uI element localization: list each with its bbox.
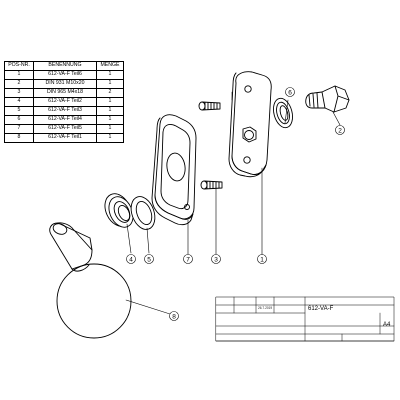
- qty-cell: 1: [96, 97, 124, 107]
- name-cell: DIN 965 M4x18: [33, 88, 97, 98]
- part-3-screw-lower: [200, 180, 223, 190]
- title-block-sheet-size: A4: [383, 322, 391, 328]
- pos-cell: 3: [4, 88, 34, 98]
- balloon-2: 2: [338, 128, 342, 135]
- part-5-ring: [130, 196, 156, 230]
- part-1-plate: [228, 71, 272, 178]
- pos-cell: 4: [4, 97, 34, 107]
- table-row: 3 DIN 965 M4x18 2: [4, 88, 124, 98]
- qty-cell: 2: [96, 88, 124, 98]
- part-4-ring: [104, 193, 134, 228]
- qty-cell: 1: [96, 106, 124, 116]
- header-menge: MENGE: [96, 61, 124, 71]
- pos-cell: 8: [4, 133, 34, 143]
- balloon-1: 1: [260, 257, 264, 264]
- name-cell: 612-VA-F Teil3: [33, 106, 97, 116]
- part-8-knob: [49, 222, 132, 339]
- table-row: 7 612-VA-F Teil5 1: [4, 124, 124, 134]
- pos-cell: 6: [4, 115, 34, 125]
- table-row: 5 612-VA-F Teil3 1: [4, 106, 124, 116]
- qty-cell: 1: [96, 124, 124, 134]
- qty-cell: 1: [96, 70, 124, 80]
- table-row: 1 612-VA-F Teil6 1: [4, 70, 124, 80]
- title-block-drawing-name: 612-VA-F: [308, 306, 334, 312]
- table-row: 4 612-VA-F Teil2 1: [4, 97, 124, 107]
- name-cell: DIN 931 M10x20: [33, 79, 97, 89]
- pos-cell: 7: [4, 124, 34, 134]
- pos-cell: 2: [4, 79, 34, 89]
- balloon-4: 4: [129, 257, 133, 264]
- part-6-washer: [273, 97, 293, 129]
- balloon-8: 8: [172, 314, 176, 321]
- name-cell: 612-VA-F Teil5: [33, 124, 97, 134]
- title-block-frame: [215, 296, 395, 342]
- name-cell: 612-VA-F Teil1: [33, 133, 97, 143]
- name-cell: 612-VA-F Teil6: [33, 70, 97, 80]
- part-2-hex-bolt: [305, 85, 350, 113]
- pos-cell: 5: [4, 106, 34, 116]
- parts-list-table: POS-NR. BENENNUNG MENGE 1 612-VA-F Teil6…: [4, 61, 124, 143]
- balloon-3: 3: [214, 257, 218, 264]
- title-block-date: 26.7.2019: [258, 306, 273, 310]
- part-7-rosette-shell: [151, 114, 197, 226]
- leader-lines: [125, 91, 341, 315]
- qty-cell: 1: [96, 79, 124, 89]
- name-cell: 612-VA-F Teil2: [33, 97, 97, 107]
- qty-cell: 1: [96, 133, 124, 143]
- parts-list-header: POS-NR. BENENNUNG MENGE: [4, 61, 124, 71]
- header-benennung: BENENNUNG: [33, 61, 97, 71]
- pos-cell: 1: [4, 70, 34, 80]
- header-pos-nr: POS-NR.: [4, 61, 34, 71]
- part-3-screw-upper: [198, 101, 221, 111]
- balloon-5: 5: [147, 257, 151, 264]
- balloon-6: 6: [288, 90, 292, 97]
- qty-cell: 1: [96, 115, 124, 125]
- balloon-7: 7: [186, 257, 190, 264]
- table-row: 6 612-VA-F Teil4 1: [4, 115, 124, 125]
- table-row: 2 DIN 931 M10x20 1: [4, 79, 124, 89]
- balloon-circles: [126, 87, 345, 321]
- table-row: 8 612-VA-F Teil1 1: [4, 133, 124, 143]
- name-cell: 612-VA-F Teil4: [33, 115, 97, 125]
